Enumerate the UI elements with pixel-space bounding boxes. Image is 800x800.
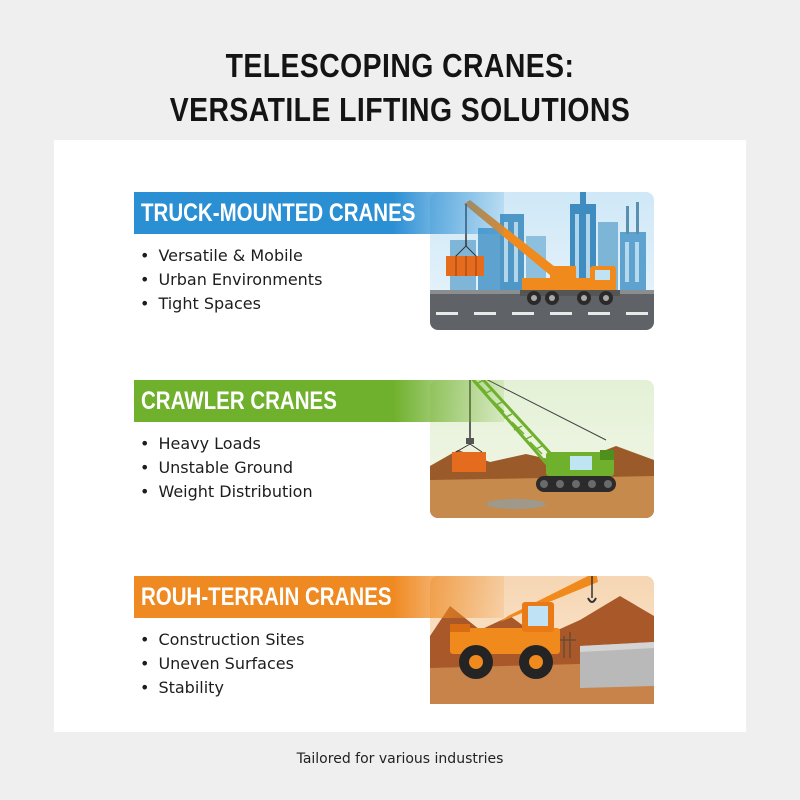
list-item: Weight Distribution	[138, 480, 312, 504]
section-heading: ROUH-TERRAIN CRANES	[134, 576, 504, 618]
content-panel: TRUCK-MOUNTED CRANES Versatile & Mobile …	[54, 140, 746, 732]
section-truck-mounted: TRUCK-MOUNTED CRANES Versatile & Mobile …	[54, 192, 746, 332]
bullet-list: Versatile & Mobile Urban Environments Ti…	[138, 244, 322, 316]
section-rough-terrain: ROUH-TERRAIN CRANES Construction Sites U…	[54, 576, 746, 716]
bullet-list: Heavy Loads Unstable Ground Weight Distr…	[138, 432, 313, 504]
list-item: Construction Sites	[138, 628, 304, 652]
section-heading: TRUCK-MOUNTED CRANES	[134, 192, 504, 234]
list-item: Tight Spaces	[138, 292, 322, 316]
list-item: Uneven Surfaces	[138, 652, 304, 676]
page-title: TELESCOPING CRANES: VERSATILE LIFTING SO…	[56, 44, 744, 132]
section-crawler: CRAWLER CRANES Heavy Loads Unstable Grou…	[54, 380, 746, 520]
title-line-2: VERSATILE LIFTING SOLUTIONS	[169, 91, 631, 128]
bullet-list: Construction Sites Uneven Surfaces Stabi…	[138, 628, 304, 700]
list-item: Unstable Ground	[138, 456, 313, 480]
list-item: Heavy Loads	[138, 432, 313, 456]
list-item: Stability	[138, 676, 304, 700]
footer-caption: Tailored for various industries	[296, 751, 504, 767]
list-item: Urban Environments	[138, 268, 322, 292]
list-item: Versatile & Mobile	[138, 244, 322, 268]
rough-terrain-crane-icon	[430, 576, 654, 714]
title-line-1: TELESCOPING CRANES:	[225, 47, 575, 84]
section-heading: CRAWLER CRANES	[134, 380, 504, 422]
